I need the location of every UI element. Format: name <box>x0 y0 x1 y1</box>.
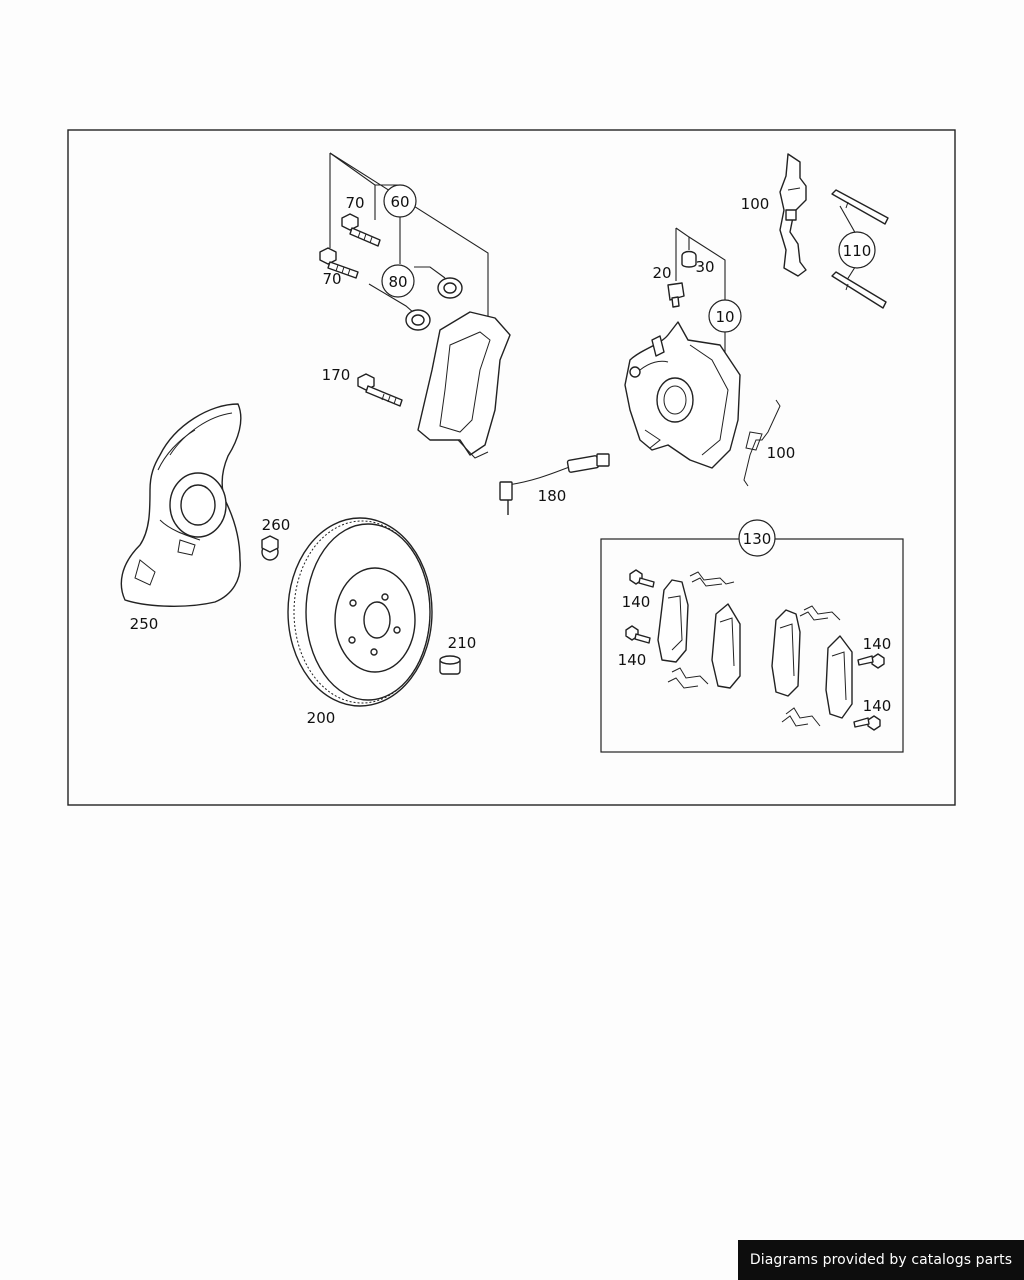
bushing-80-lower <box>405 309 431 331</box>
bolt-70-upper <box>341 213 381 247</box>
label-140-a: 140 <box>622 593 651 611</box>
credit-banner: Diagrams provided by catalogs parts <box>738 1240 1024 1280</box>
label-140-d: 140 <box>863 697 892 715</box>
pad-kit-box <box>600 538 904 753</box>
bolt-170 <box>357 373 403 407</box>
bolt-260 <box>261 535 279 561</box>
brake-disc-200 <box>287 517 433 707</box>
leader-lines-10 <box>675 227 726 362</box>
label-250: 250 <box>130 615 159 633</box>
dust-cap-30 <box>681 250 697 268</box>
label-200: 200 <box>307 709 336 727</box>
label-20: 20 <box>652 264 671 282</box>
label-140-c: 140 <box>863 635 892 653</box>
anti-rattle-clip-100-upper <box>779 153 807 277</box>
label-130: 130 <box>743 530 772 548</box>
label-30: 30 <box>695 258 714 276</box>
brake-pad-set-130 <box>657 571 853 727</box>
bolt-140-b <box>625 625 651 644</box>
callout-circle-60 <box>383 184 417 218</box>
label-80: 80 <box>388 273 407 291</box>
label-180: 180 <box>538 487 567 505</box>
label-60: 60 <box>390 193 409 211</box>
diagram-frame <box>67 129 956 806</box>
caliper-bracket-60 <box>417 311 511 459</box>
label-70-lower: 70 <box>322 270 341 288</box>
callout-circle-130 <box>738 519 776 557</box>
screw-210 <box>439 655 461 675</box>
label-10: 10 <box>715 308 734 326</box>
callout-circle-110 <box>838 231 876 269</box>
dust-shield-250 <box>120 403 242 607</box>
caliper-10 <box>624 321 741 469</box>
label-260: 260 <box>262 516 291 534</box>
bolt-140-d <box>853 715 881 731</box>
label-210: 210 <box>448 634 477 652</box>
wear-sensor-180 <box>499 453 610 515</box>
anti-rattle-spring-100-lower <box>743 399 781 487</box>
callout-circle-10 <box>708 299 742 333</box>
bolt-70-lower <box>319 247 359 279</box>
bushing-80-upper <box>437 277 463 299</box>
bolt-140-c <box>857 653 885 669</box>
guide-pin-110-lower <box>831 271 887 309</box>
label-140-b: 140 <box>618 651 647 669</box>
callout-circle-80 <box>381 264 415 298</box>
label-110: 110 <box>843 242 872 260</box>
bolt-140-a <box>629 569 655 588</box>
label-100-upper: 100 <box>741 195 770 213</box>
label-70-upper: 70 <box>345 194 364 212</box>
bleed-valve-20 <box>667 282 685 308</box>
label-100-lower: 100 <box>767 444 796 462</box>
label-170: 170 <box>322 366 351 384</box>
guide-pin-110-upper <box>831 189 889 225</box>
